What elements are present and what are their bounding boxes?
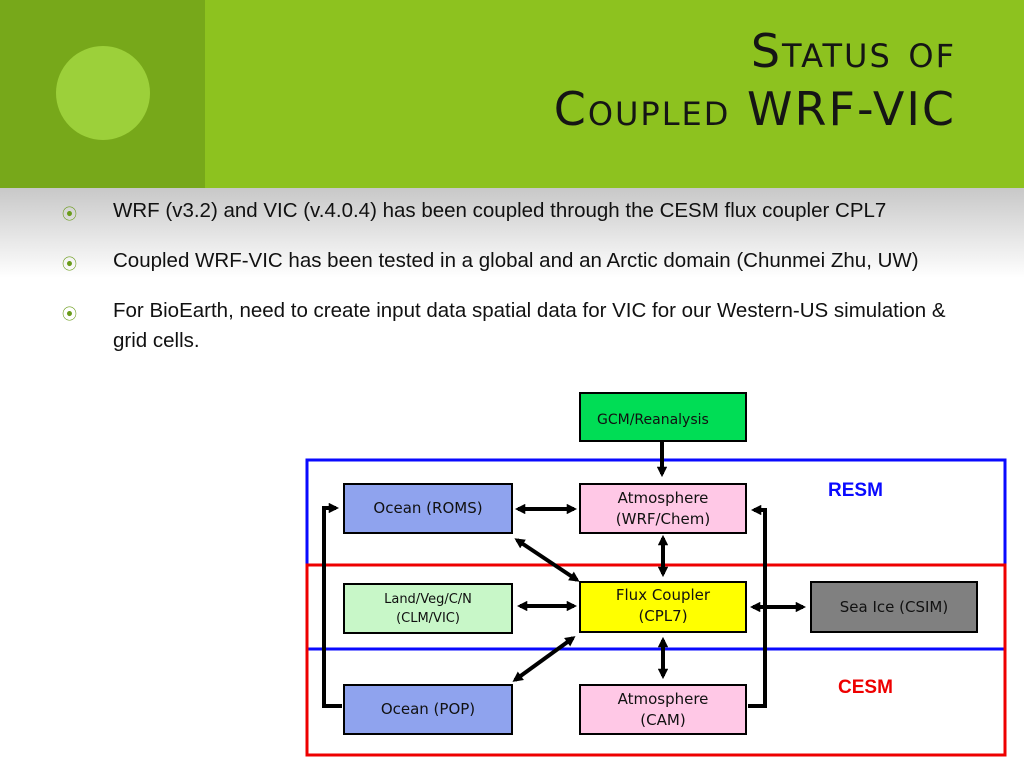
bullet-text: WRF (v3.2) and VIC (v.4.0.4) has been co…	[113, 199, 887, 222]
gcm-label: GCM/Reanalysis	[597, 412, 709, 428]
atm-wrf-line1: Atmosphere	[617, 488, 709, 507]
title-line-1: Status of	[750, 24, 956, 78]
gcm-reanalysis-box: GCM/Reanalysis	[579, 392, 747, 442]
coupler-line1: Flux Coupler	[615, 586, 711, 604]
title-line-2: Coupled WRF-VIC	[553, 82, 956, 136]
banner-shadow	[0, 188, 1024, 278]
bullet-icon: ⦿	[62, 305, 78, 323]
banner-left-panel	[0, 0, 205, 188]
resm-region	[305, 458, 1007, 651]
atm-cam-line2: (CAM)	[640, 710, 686, 729]
arrow-pop-coupler	[512, 636, 576, 682]
bullet-text: For BioEarth, need to create input data …	[113, 299, 946, 352]
atm-cam-line1: Atmosphere	[617, 689, 709, 708]
ocean-roms-box: Ocean (ROMS)	[343, 483, 513, 534]
bullet-item: ⦿ For BioEarth, need to create input data…	[60, 296, 970, 356]
connector-pop-roms	[322, 502, 342, 708]
bullet-icon: ⦿	[62, 205, 78, 223]
bullet-item: ⦿ WRF (v3.2) and VIC (v.4.0.4) has been c…	[60, 196, 970, 226]
sea-ice-label: Sea Ice (CSIM)	[839, 597, 949, 616]
decorative-circle	[56, 46, 150, 140]
title-banner: Status of Coupled WRF-VIC	[0, 0, 1024, 188]
resm-label: RESM	[828, 480, 883, 501]
coupler-line2: (CPL7)	[638, 607, 688, 625]
flux-coupler-box: Flux Coupler (CPL7)	[579, 581, 747, 633]
atm-wrf-line2: (WRF/Chem)	[615, 509, 711, 528]
cesm-label: CESM	[838, 677, 893, 698]
slide-title: Status of Coupled WRF-VIC	[554, 22, 956, 138]
ocean-pop-box: Ocean (POP)	[343, 684, 513, 735]
cesm-region	[305, 563, 1007, 757]
land-line2: (CLM/VIC)	[396, 610, 460, 626]
land-line1: Land/Veg/C/N	[384, 591, 472, 607]
sea-ice-box: Sea Ice (CSIM)	[810, 581, 978, 633]
atmosphere-cam-box: Atmosphere (CAM)	[579, 684, 747, 735]
bullet-item: ⦿ Coupled WRF-VIC has been tested in a gl…	[60, 246, 970, 276]
bullet-icon: ⦿	[62, 255, 78, 273]
ocean-roms-label: Ocean (ROMS)	[373, 499, 483, 517]
arrow-roms-coupler	[514, 538, 580, 582]
bullet-list: ⦿ WRF (v3.2) and VIC (v.4.0.4) has been c…	[60, 196, 970, 376]
atmosphere-wrf-box: Atmosphere (WRF/Chem)	[579, 483, 747, 534]
ocean-pop-label: Ocean (POP)	[380, 700, 476, 718]
connector-cam-wrf	[748, 504, 767, 708]
land-veg-box: Land/Veg/C/N (CLM/VIC)	[343, 583, 513, 634]
bullet-text: Coupled WRF-VIC has been tested in a glo…	[113, 249, 919, 272]
